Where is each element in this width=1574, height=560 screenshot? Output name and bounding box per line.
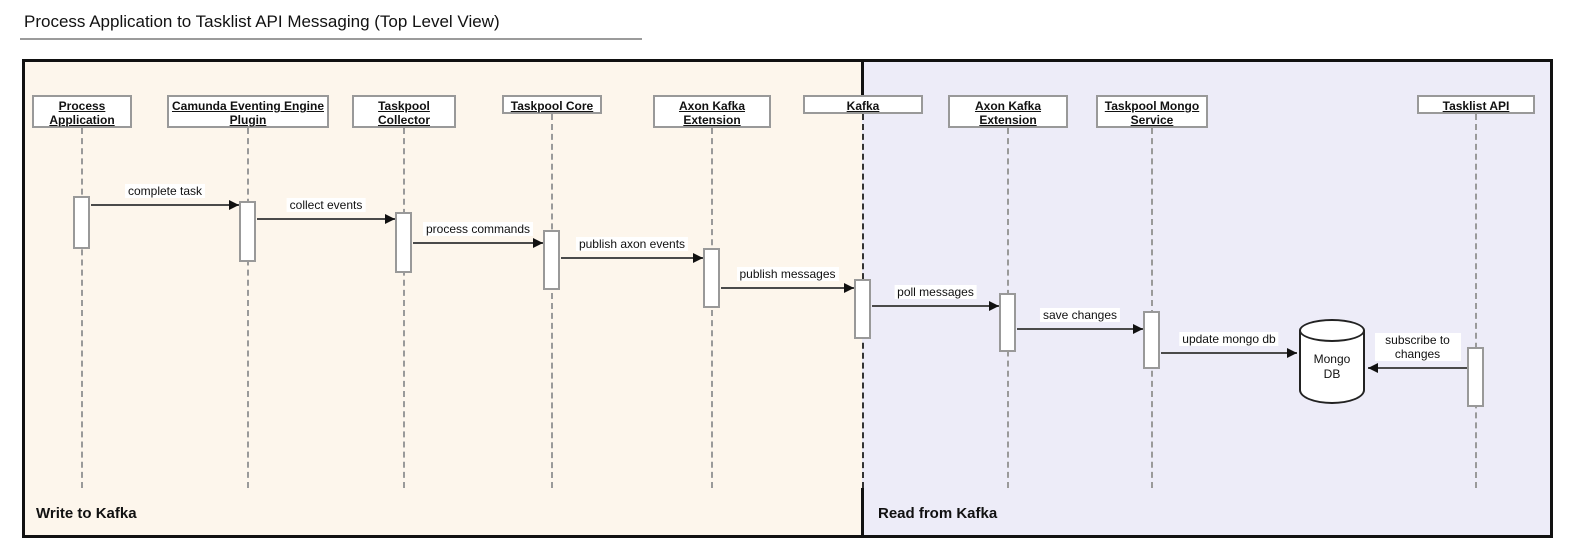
taskpool-mongo-service-activation [1143, 311, 1160, 369]
message-label-update-mongo-db: update mongo db [1179, 332, 1279, 346]
region-write-to-kafka [25, 62, 862, 535]
message-arrowhead-save-changes [1133, 324, 1143, 334]
axon-kafka-extension-read-label: Extension [979, 113, 1037, 127]
message-arrowhead-subscribe-to-changes [1368, 363, 1378, 373]
diagram-title: Process Application to Tasklist API Mess… [24, 12, 500, 31]
mongo-db-cylinder-body [1299, 330, 1365, 404]
message-line-publish-messages [721, 287, 854, 289]
mongo-db-label-line2: DB [1323, 367, 1341, 381]
taskpool-mongo-service-label: Service [1130, 113, 1174, 127]
tasklist-api-activation [1467, 347, 1484, 407]
axon-kafka-extension-write-label: Axon Kafka [678, 99, 746, 113]
camunda-eventing-engine-plugin-label: Camunda Eventing Engine [171, 99, 324, 113]
taskpool-core-lifeline [551, 114, 553, 488]
region-divider-top [861, 62, 864, 95]
axon-kafka-extension-read-activation [999, 293, 1016, 352]
tasklist-api-label: Tasklist API [1442, 99, 1510, 113]
taskpool-core-label: Taskpool Core [510, 99, 594, 113]
mongo-db-label: Mongo DB [1299, 352, 1365, 382]
message-label-subscribe-to-changes: subscribe to changes [1374, 333, 1461, 361]
taskpool-core-activation [543, 230, 560, 290]
camunda-eventing-engine-plugin-lifeline [247, 128, 249, 488]
axon-kafka-extension-write-label: Extension [683, 113, 741, 127]
taskpool-mongo-service-label: Taskpool Mongo [1104, 99, 1200, 113]
diagram-frame: Write to Kafka Read from Kafka [22, 59, 1553, 538]
message-line-complete-task [91, 204, 239, 206]
message-label-poll-messages: poll messages [894, 285, 977, 299]
tasklist-api-lifeline [1475, 114, 1477, 488]
message-arrowhead-process-commands [533, 238, 543, 248]
message-line-collect-events [257, 218, 395, 220]
process-application-lifeline [81, 128, 83, 488]
message-line-process-commands [413, 242, 543, 244]
message-label-process-commands: process commands [422, 222, 534, 236]
message-arrowhead-poll-messages [989, 301, 999, 311]
message-label-save-changes: save changes [1039, 308, 1121, 322]
region-divider-bottom [861, 488, 864, 535]
tasklist-api-header: Tasklist API [1417, 95, 1535, 114]
axon-kafka-extension-write-activation [703, 248, 720, 308]
taskpool-collector-label: Collector [377, 113, 430, 127]
message-line-save-changes [1017, 328, 1143, 330]
taskpool-core-header: Taskpool Core [502, 95, 602, 114]
title-underline [20, 38, 642, 40]
message-line-update-mongo-db [1161, 352, 1297, 354]
taskpool-collector-lifeline [403, 128, 405, 488]
message-arrowhead-publish-messages [844, 283, 854, 293]
mongo-db-database: Mongo DB [1299, 319, 1365, 404]
mongo-db-label-line1: Mongo [1313, 352, 1351, 366]
process-application-label: Process [58, 99, 106, 113]
message-arrowhead-update-mongo-db [1287, 348, 1297, 358]
kafka-header: Kafka [803, 95, 923, 114]
camunda-eventing-engine-plugin-label: Plugin [229, 113, 267, 127]
message-label-collect-events: collect events [286, 198, 366, 212]
taskpool-collector-activation [395, 212, 412, 273]
message-label-publish-messages: publish messages [736, 267, 839, 281]
camunda-eventing-engine-plugin-activation [239, 201, 256, 262]
taskpool-collector-label: Taskpool [378, 99, 430, 113]
taskpool-mongo-service-lifeline [1151, 128, 1153, 488]
message-line-subscribe-to-changes [1368, 367, 1467, 369]
region-label-write: Write to Kafka [36, 505, 137, 522]
message-label-complete-task: complete task [124, 184, 206, 198]
axon-kafka-extension-write-lifeline [711, 128, 713, 488]
kafka-label: Kafka [846, 99, 880, 113]
kafka-activation [854, 279, 871, 339]
axon-kafka-extension-read-label: Axon Kafka [974, 99, 1042, 113]
message-line-publish-axon-events [561, 257, 703, 259]
mongo-db-cylinder-top-ellipse [1299, 319, 1365, 342]
message-arrowhead-publish-axon-events [693, 253, 703, 263]
message-label-publish-axon-events: publish axon events [575, 237, 689, 251]
message-arrowhead-complete-task [229, 200, 239, 210]
process-application-activation [73, 196, 90, 249]
message-arrowhead-collect-events [385, 214, 395, 224]
region-label-read: Read from Kafka [878, 505, 998, 522]
process-application-label: Application [49, 113, 115, 127]
message-line-poll-messages [872, 305, 999, 307]
